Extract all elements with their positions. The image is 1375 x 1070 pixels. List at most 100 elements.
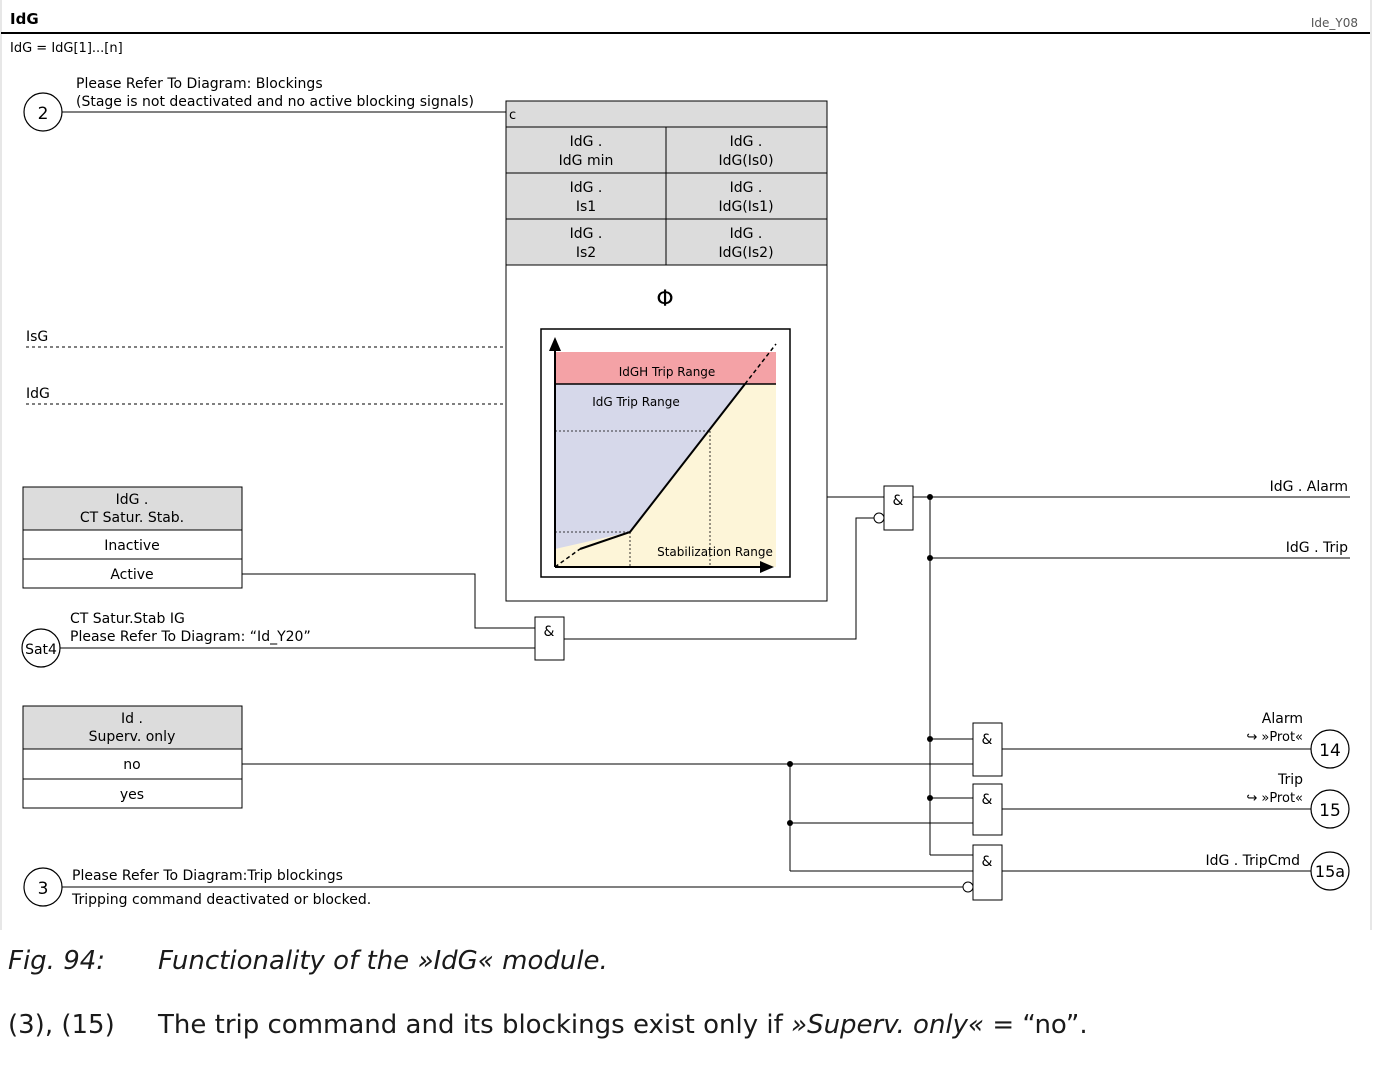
alarm-output-label: IdG . Alarm — [1270, 479, 1348, 495]
param-table: IdG . IdG min IdG . IdG(Is0) IdG . Is1 I… — [505, 126, 828, 266]
and-gate-label: & — [982, 854, 993, 870]
junction-dot — [927, 795, 933, 801]
diagram-title: IdG — [10, 10, 39, 28]
param-is1 — [505, 172, 667, 220]
tripcmd-label: IdG . TripCmd — [1205, 853, 1300, 869]
prot-alarm-sub: ↪ »Prot« — [1246, 730, 1303, 745]
param-text: IdG . — [730, 180, 763, 196]
connector-3-text-1: Please Refer To Diagram:Trip blockings — [72, 868, 343, 884]
and-gate-label: & — [893, 493, 904, 509]
footnote-ref: (3), (15) — [8, 1010, 115, 1040]
connector-2-text-2: (Stage is not deactivated and no active … — [76, 94, 474, 110]
x-axis-arrow — [760, 561, 774, 573]
connector-14-label: 14 — [1319, 741, 1341, 761]
idg-input-label: IdG — [26, 386, 50, 402]
junction-dot — [787, 820, 793, 826]
ct-satur-header — [22, 486, 243, 531]
sat4-text-1: CT Satur.Stab IG — [70, 611, 185, 627]
prot-trip-sub: ↪ »Prot« — [1246, 791, 1303, 806]
phi-symbol: Φ — [656, 287, 673, 312]
connector-15a-label: 15a — [1315, 862, 1345, 881]
param-text: IdG . — [570, 226, 603, 242]
connector-3-text-2: Tripping command deactivated or blocked. — [71, 892, 371, 908]
param-text: IdG . — [570, 180, 603, 196]
idgh-trip-range-label: IdGH Trip Range — [619, 365, 716, 379]
and-gate-saturation — [534, 616, 565, 661]
param-text: Is1 — [576, 199, 596, 215]
param-text: Is2 — [576, 245, 596, 261]
superv-option-no — [22, 748, 243, 780]
figure-title: Functionality of the »IdG« module. — [158, 946, 608, 976]
connector-2-text-1: Please Refer To Diagram: Blockings — [76, 76, 323, 92]
prot-trip-title: Trip — [1277, 772, 1303, 788]
and-gate-label: & — [982, 792, 993, 808]
trip-output-label: IdG . Trip — [1286, 540, 1348, 556]
idg-trip-range-label: IdG Trip Range — [592, 395, 680, 409]
isg-input-label: IsG — [26, 329, 48, 345]
param-idg-is2 — [665, 218, 828, 266]
superv-option-yes — [22, 778, 243, 809]
footnote-param: »Superv. only« — [791, 1010, 985, 1040]
ct-satur-option-text: Active — [110, 567, 153, 583]
saturation-wire — [564, 517, 874, 640]
param-text: IdG(Is0) — [718, 153, 773, 169]
param-text: IdG(Is1) — [718, 199, 773, 215]
param-idg-min — [505, 126, 667, 174]
and-gate-trip — [972, 783, 1003, 836]
characteristic-extension — [554, 548, 581, 568]
junction-dot — [927, 555, 933, 561]
superv-option-text: no — [123, 757, 140, 773]
stabilization-range-label: Stabilization Range — [657, 545, 773, 559]
connector-14 — [1310, 729, 1350, 769]
prot-alarm-title: Alarm — [1262, 711, 1303, 727]
superv-text-1: Id . — [121, 711, 143, 727]
ct-satur-active-wire — [242, 573, 535, 629]
footnote: (3), (15) The trip command and its blocki… — [8, 1010, 1088, 1040]
param-text: IdG min — [559, 153, 614, 169]
idg-trip-region — [555, 384, 745, 549]
ct-satur-text-1: IdG . — [116, 492, 149, 508]
ct-satur-text-2: CT Satur. Stab. — [80, 510, 184, 526]
connector-15a — [1310, 851, 1350, 891]
characteristic-chart: IdGH Trip Range IdG Trip Range Stabiliza… — [540, 328, 791, 578]
idgh-trip-region — [555, 352, 776, 384]
c-header — [505, 100, 828, 128]
inverter-bubble — [962, 881, 974, 893]
superv-option-text: yes — [120, 787, 144, 803]
connector-sat4-label: Sat4 — [25, 642, 57, 658]
characteristic-extension — [744, 343, 777, 385]
param-text: IdG . — [730, 134, 763, 150]
y-axis-arrow — [549, 337, 561, 351]
and-gate-main — [883, 485, 914, 531]
diagram-ref: Ide_Y08 — [1311, 16, 1358, 30]
connector-15-label: 15 — [1319, 801, 1341, 821]
connector-2-label: 2 — [38, 104, 49, 124]
and-gate-label: & — [544, 624, 555, 640]
ct-satur-option-inactive — [22, 529, 243, 560]
and-gate-alarm — [972, 722, 1003, 777]
c-label: c — [509, 108, 516, 123]
module-index: IdG = IdG[1]...[n] — [10, 41, 123, 56]
figure-number: Fig. 94: — [8, 946, 106, 976]
param-text: IdG(Is2) — [718, 245, 773, 261]
ct-satur-stab-setting: IdG . CT Satur. Stab. Inactive Active — [22, 486, 243, 589]
superv-only-setting: Id . Superv. only no yes — [22, 705, 243, 809]
trip-characteristic — [579, 383, 746, 550]
connector-15 — [1310, 789, 1350, 829]
inverter-bubble — [873, 512, 885, 524]
ct-satur-option-text: Inactive — [104, 538, 160, 554]
ct-satur-option-active — [22, 558, 243, 589]
footnote-value: = “no”. — [984, 1010, 1088, 1040]
param-text: IdG . — [570, 134, 603, 150]
footnote-text: The trip command and its blockings exist… — [158, 1010, 792, 1040]
sat4-text-2: Please Refer To Diagram: “Id_Y20” — [70, 629, 311, 645]
param-idg-is0 — [665, 126, 828, 174]
param-is2 — [505, 218, 667, 266]
param-text: IdG . — [730, 226, 763, 242]
superv-text-2: Superv. only — [89, 729, 176, 745]
figure-caption: Fig. 94: Functionality of the »IdG« modul… — [8, 946, 608, 976]
function-diagram: IdG Ide_Y08 IdG = IdG[1]...[n] 2 Please … — [0, 0, 1372, 930]
and-gate-tripcmd — [972, 844, 1003, 901]
and-gate-label: & — [982, 732, 993, 748]
connector-3-label: 3 — [38, 879, 49, 899]
